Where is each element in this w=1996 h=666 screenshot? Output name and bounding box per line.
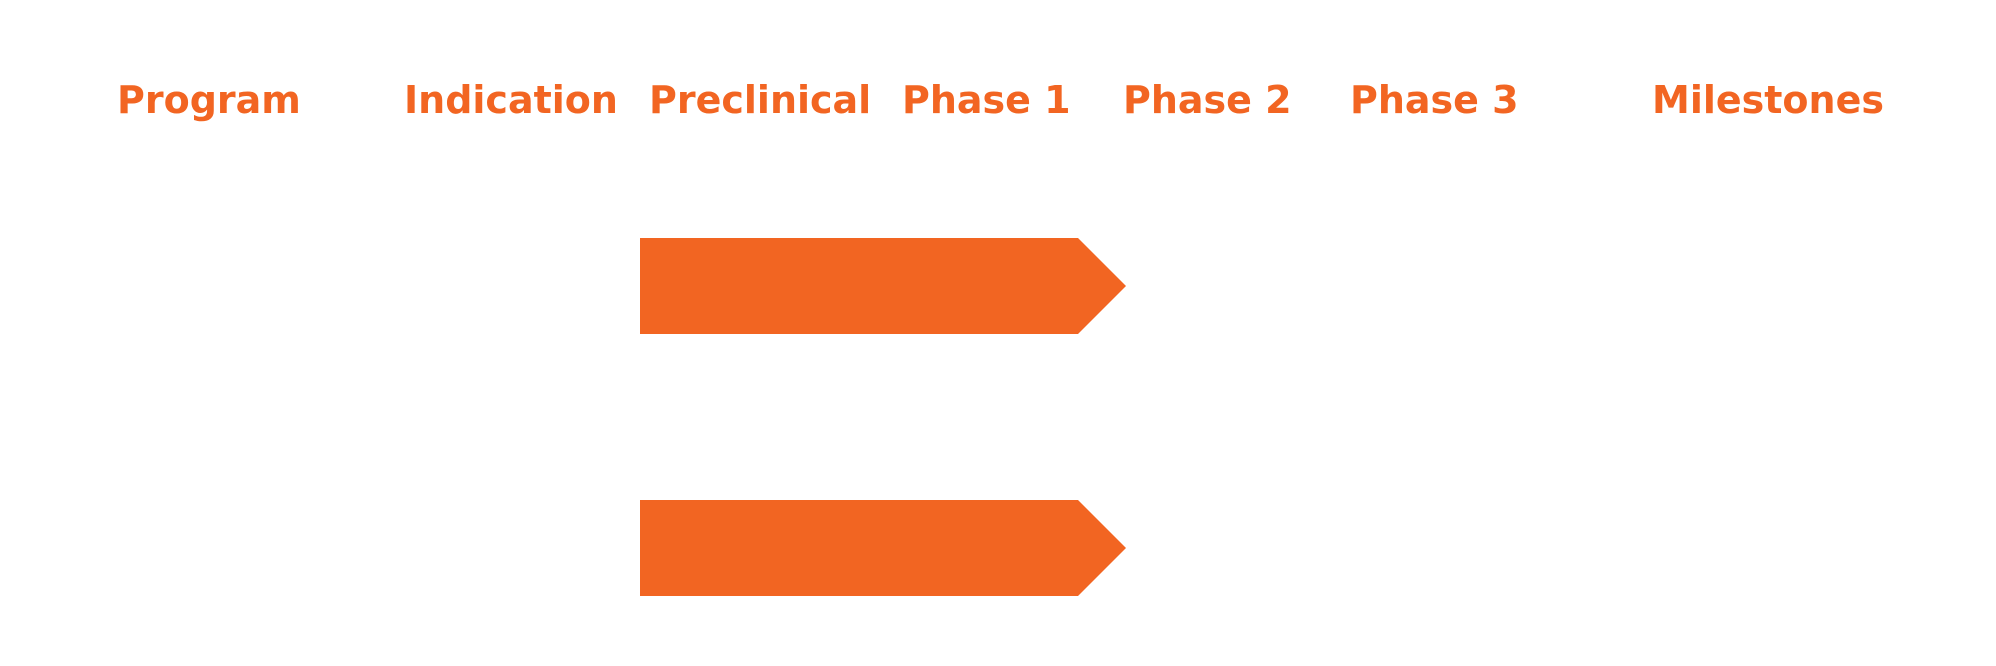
column-header-milestones: Milestones	[1652, 78, 1884, 122]
pipeline-header: Program Indication Preclinical Phase 1 P…	[0, 0, 1996, 200]
column-header-phase-1: Phase 1	[902, 78, 1071, 122]
column-header-phase-2: Phase 2	[1123, 78, 1292, 122]
column-header-phase-3: Phase 3	[1350, 78, 1519, 122]
progress-arrow-shape	[640, 238, 1126, 334]
column-header-indication: Indication	[404, 78, 618, 122]
progress-arrow-shape	[640, 500, 1126, 596]
pipeline-row	[0, 238, 1996, 338]
column-header-preclinical: Preclinical	[649, 78, 872, 122]
progress-arrow	[640, 238, 1126, 334]
column-header-program: Program	[117, 78, 301, 122]
progress-arrow	[640, 500, 1126, 596]
pipeline-row	[0, 500, 1996, 600]
